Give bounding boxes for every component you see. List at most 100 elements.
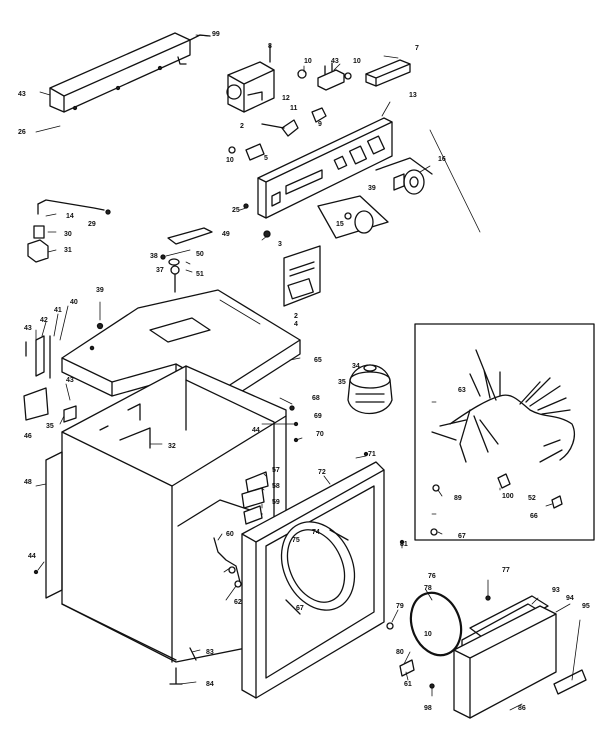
- callout-label: 25: [232, 207, 240, 214]
- callout-label: 84: [206, 681, 214, 688]
- callout-label: 5: [264, 155, 268, 162]
- callout-label: 29: [88, 221, 96, 228]
- callout-label: 8: [268, 43, 272, 50]
- callout-label: 49: [222, 231, 230, 238]
- callout-label: 52: [528, 495, 536, 502]
- callout-label: 39: [368, 185, 376, 192]
- callout-label: 9: [318, 121, 322, 128]
- callout-label: 65: [314, 357, 322, 364]
- leader-lines: [35, 34, 581, 711]
- callout-label: 46: [24, 433, 32, 440]
- callout-label: 75: [292, 537, 300, 544]
- callout-label: 78: [424, 585, 432, 592]
- callout-label: 30: [64, 231, 72, 238]
- screw-3: [263, 230, 271, 238]
- callout-label: 44: [252, 427, 260, 434]
- callout-label: 86: [518, 705, 526, 712]
- callout-label: 100: [502, 493, 514, 500]
- door-seal-78: [409, 591, 463, 657]
- callout-label: 42: [40, 317, 48, 324]
- callout-label: 61: [404, 681, 412, 688]
- callout-label: 13: [409, 92, 417, 99]
- callout-label: 35: [338, 379, 346, 386]
- callout-label: 32: [168, 443, 176, 450]
- door-switch-parts: [213, 471, 269, 588]
- callout-label: 38: [150, 253, 158, 260]
- callout-label: 72: [318, 469, 326, 476]
- callout-label: 74: [312, 529, 320, 536]
- callout-label: 12: [282, 95, 290, 102]
- callout-label: 43: [24, 325, 32, 332]
- access-panel: [283, 245, 321, 307]
- callout-label: 11: [290, 105, 298, 112]
- callout-label: 4: [294, 321, 298, 328]
- callout-label: 31: [64, 247, 72, 254]
- callout-label: 16: [438, 156, 446, 163]
- callout-label: 98: [424, 705, 432, 712]
- clips-left: [23, 335, 77, 423]
- callout-label: 94: [566, 595, 574, 602]
- callout-label: 3: [278, 241, 282, 248]
- callout-label: 68: [312, 395, 320, 402]
- lid-switch-parts: [27, 199, 111, 263]
- front-panel: [241, 461, 385, 699]
- hinge-parts: [160, 227, 213, 293]
- callout-label: 39: [96, 287, 104, 294]
- callout-label: 63: [458, 387, 466, 394]
- callout-label: 62: [234, 599, 242, 606]
- bracket-7: [365, 59, 411, 87]
- door-hardware: [386, 539, 491, 689]
- callout-label: 43: [66, 377, 74, 384]
- callout-label: 79: [396, 603, 404, 610]
- callout-label: 93: [552, 587, 560, 594]
- callout-label: 10: [424, 631, 432, 638]
- wire-harness-inset: [414, 323, 595, 541]
- cabinet-body: [45, 365, 287, 663]
- callout-label: 10: [304, 58, 312, 65]
- control-panel: [257, 117, 393, 219]
- callout-label: 50: [196, 251, 204, 258]
- callout-label: 10: [353, 58, 361, 65]
- knob-39: [317, 195, 389, 239]
- callout-label: 89: [454, 495, 462, 502]
- callout-label: 57: [272, 467, 280, 474]
- callout-label: 43: [331, 58, 339, 65]
- callout-label: 67: [296, 605, 304, 612]
- callout-label: 44: [28, 553, 36, 560]
- callout-label: 95: [582, 603, 590, 610]
- callout-label: 59: [272, 499, 280, 506]
- callout-label: 60: [226, 531, 234, 538]
- callout-label: 10: [226, 157, 234, 164]
- callout-label: 43: [18, 91, 26, 98]
- callout-label: 51: [196, 271, 204, 278]
- door-outer-panel: [453, 605, 557, 719]
- callout-label: 76: [428, 573, 436, 580]
- callout-label: 77: [502, 567, 510, 574]
- callout-label: 67: [458, 533, 466, 540]
- callout-label: 71: [368, 451, 376, 458]
- screw-25: [243, 203, 249, 209]
- callout-label: 26: [18, 129, 26, 136]
- callout-label: 37: [156, 267, 164, 274]
- callout-label: 35: [46, 423, 54, 430]
- callout-label: 15: [336, 221, 344, 228]
- callout-label: 2: [240, 123, 244, 130]
- callout-label: 70: [316, 431, 324, 438]
- timer-assembly: [226, 44, 275, 113]
- knob-16: [375, 157, 433, 195]
- callout-label: 48: [24, 479, 32, 486]
- door-handle: [553, 669, 587, 695]
- callout-label: 81: [400, 541, 408, 548]
- callout-label: 66: [530, 513, 538, 520]
- pump: [347, 364, 393, 414]
- callout-label: 41: [54, 307, 62, 314]
- rear-console-panel: [49, 32, 211, 113]
- small-parts-10-9: [228, 69, 352, 161]
- callout-label: 69: [314, 413, 322, 420]
- callout-label: 14: [66, 213, 74, 220]
- callout-label: 7: [415, 45, 419, 52]
- callout-label: 34: [352, 363, 360, 370]
- callout-label: 83: [206, 649, 214, 656]
